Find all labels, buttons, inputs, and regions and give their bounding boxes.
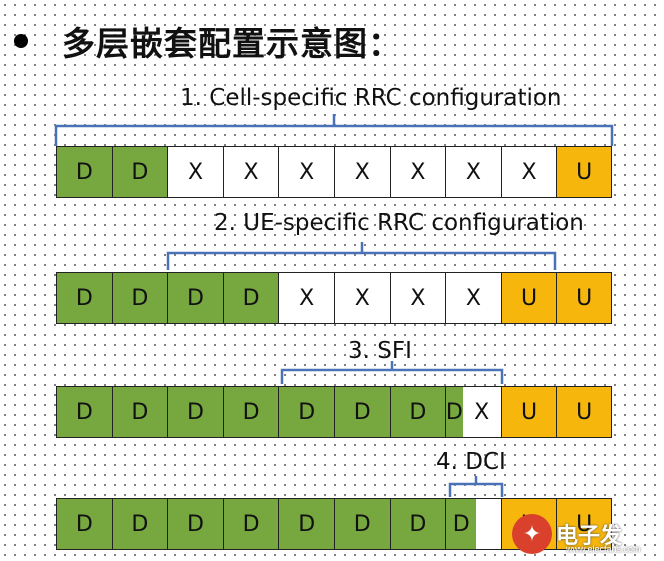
brace-level-2 [166,242,557,270]
title-row: 多层嵌套配置示意图： [14,16,402,66]
slot-u: U [556,273,612,323]
logo-url: www.elecfans.com [566,544,641,554]
slot-d: D [167,387,223,437]
slot-d: D [278,499,334,549]
slot-part-d: D [446,499,477,549]
slot-d: D [333,387,390,437]
slot-u: U [500,387,557,437]
slot-x: X [333,147,390,197]
slot-d: D [222,273,279,323]
slot-d: D [56,387,112,437]
slot-d: D [56,273,112,323]
slot-d: D [389,387,446,437]
slot-d: D [222,499,279,549]
slot-d: D [278,387,334,437]
slot-d: D [333,499,390,549]
slot-d: D [56,147,112,197]
page-title: 多层嵌套配置示意图： [62,24,402,63]
slot-x: X [389,147,446,197]
slot-x: X [222,147,279,197]
slot-x: X [278,147,334,197]
level-2-label: 2. UE-specific RRC configuration [214,210,584,236]
bullet-icon [14,34,28,48]
slot-u: U [500,273,557,323]
brace-level-3 [280,361,504,384]
slot-split-inner: D [446,499,501,549]
slot-u: U [556,499,612,549]
slot-d: D [222,387,279,437]
slot-d: D [389,499,446,549]
slot-d: D [111,273,168,323]
level-1-label: 1. Cell-specific RRC configuration [180,85,562,111]
logo-icon: ✦ [512,514,552,554]
brace-level-1 [54,114,614,146]
slot-x: X [500,147,557,197]
slot-d: D [167,273,223,323]
slot-d: D [111,499,168,549]
watermark-logo: ✦ 电子发 www.elecfans.com [512,514,641,554]
slot-part-x [476,499,501,549]
slot-x: X [445,147,501,197]
slot-x: X [278,273,334,323]
slot-u: U [556,147,612,197]
slot-d: D [56,499,112,549]
slot-x: X [389,273,446,323]
level-3-label: 3. SFI [348,338,412,364]
slot-d: D [167,499,223,549]
slot-split: D [445,499,501,549]
slot-x: X [333,273,390,323]
slot-u: U [556,387,612,437]
brace-level-4 [448,476,504,497]
slot-x: X [167,147,223,197]
slot-x: X [445,273,501,323]
slot-d: D [111,387,168,437]
slot-part-x: X [462,387,501,437]
slot-d: D [111,147,168,197]
level-4-label: 4. DCI [436,449,506,475]
logo-text: 电子发 [556,524,623,549]
slot-part-d: D [446,387,463,437]
